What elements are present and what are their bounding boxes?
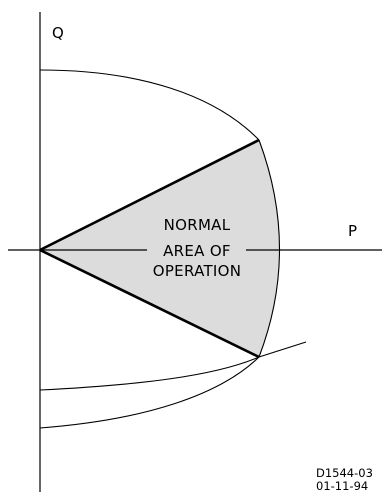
lower-limit-curve-1	[39, 341, 307, 391]
upper-limit-curve	[39, 69, 260, 141]
region-label-line-1: NORMAL	[164, 216, 231, 234]
region-label-line-3: OPERATION	[153, 262, 242, 280]
drawing-number: D1544-03	[316, 466, 373, 480]
normal-operation-region	[40, 140, 280, 357]
upper-limit-ray	[39, 138, 260, 252]
q-axis-label: Q	[52, 24, 64, 42]
lower-limit-curve-2	[39, 356, 260, 429]
right-limit-arc	[258, 139, 281, 358]
p-axis-label: P	[348, 222, 357, 240]
lower-limit-ray	[39, 248, 260, 359]
region-label-line-2: AREA OF	[163, 242, 231, 260]
drawing-date: 01-11-94	[316, 479, 368, 493]
